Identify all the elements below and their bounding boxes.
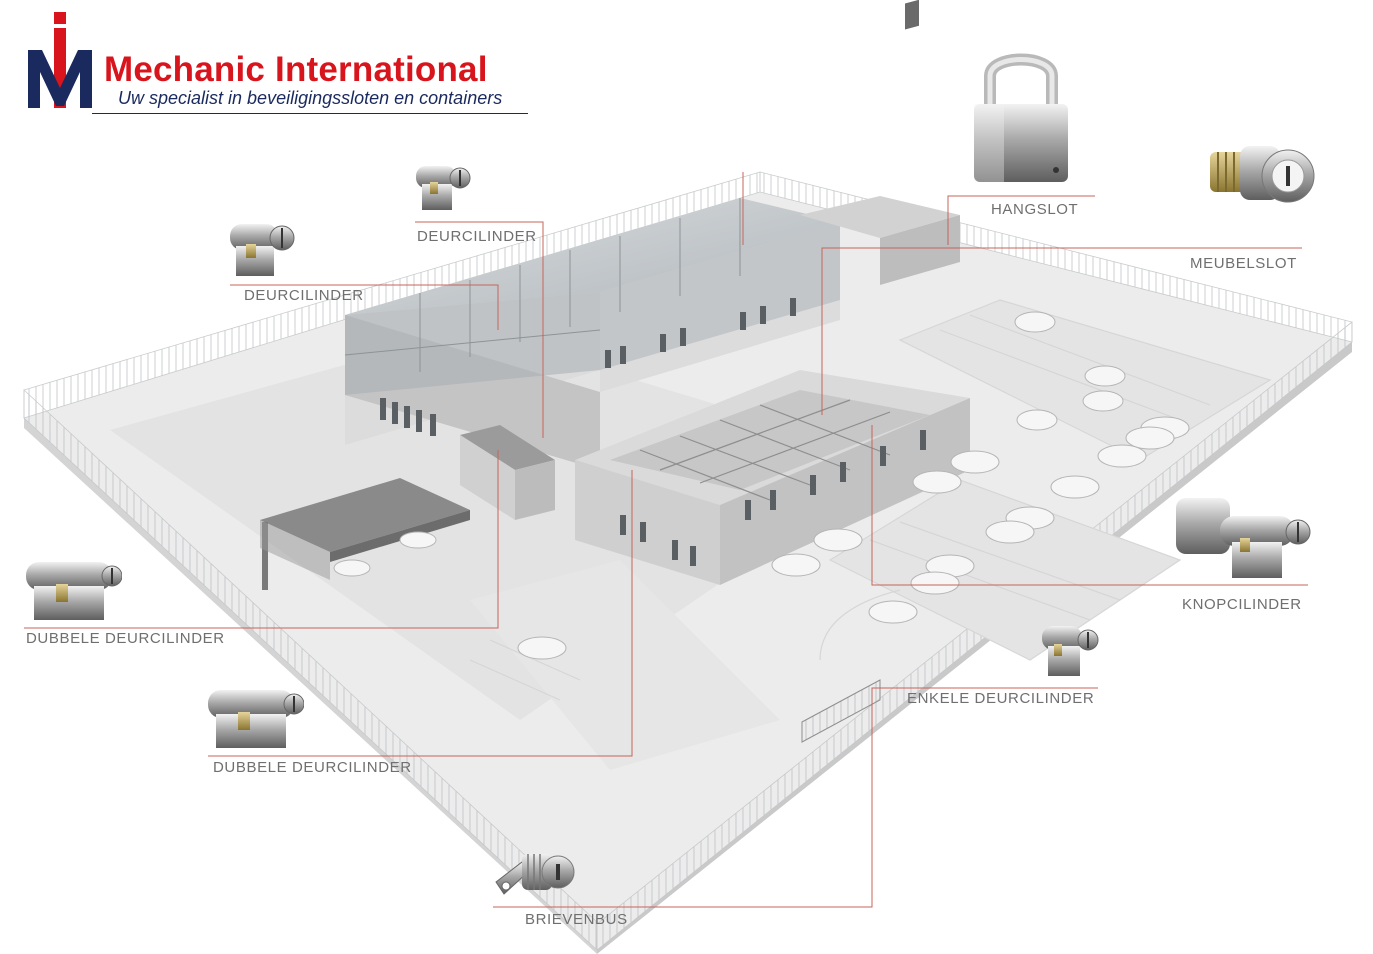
furniture-lock-icon xyxy=(1210,146,1315,203)
mi-monogram-logo xyxy=(28,12,92,108)
knob-cylinder-icon xyxy=(1176,498,1311,578)
callout-leader-lines xyxy=(24,172,1308,908)
single-cylinder-icon xyxy=(416,166,471,210)
courtyard-wing xyxy=(575,370,970,585)
label-dubbele-deurcilinder-1: DUBBELE DEURCILINDER xyxy=(26,630,225,647)
double-cylinder-icon xyxy=(208,690,304,748)
main-building xyxy=(344,198,840,520)
padlock-icon xyxy=(974,53,1068,182)
label-deurcilinder-left: DEURCILINDER xyxy=(244,287,364,304)
carport xyxy=(260,478,470,590)
garage xyxy=(800,0,960,285)
parked-cars xyxy=(333,311,1190,660)
entrance-gate xyxy=(801,679,881,743)
label-deurcilinder-top: DEURCILINDER xyxy=(417,228,537,245)
mailbox-lock-icon xyxy=(495,854,575,895)
single-cylinder-icon xyxy=(230,224,295,276)
brand-subtitle: Uw specialist in beveiligingssloten en c… xyxy=(118,88,503,108)
label-brievenbus: BRIEVENBUS xyxy=(525,911,628,928)
brand-title: Mechanic International xyxy=(104,50,488,89)
label-meubelslot: MEUBELSLOT xyxy=(1190,255,1297,272)
label-knopcilinder: KNOPCILINDER xyxy=(1182,596,1302,613)
single-cylinder-icon xyxy=(1042,626,1099,676)
brand-divider xyxy=(92,113,528,114)
label-hangslot: HANGSLOT xyxy=(991,201,1079,218)
double-cylinder-icon xyxy=(26,562,122,620)
label-enkele-deurcilinder: ENKELE DEURCILINDER xyxy=(907,690,1095,707)
label-dubbele-deurcilinder-2: DUBBELE DEURCILINDER xyxy=(213,759,412,776)
